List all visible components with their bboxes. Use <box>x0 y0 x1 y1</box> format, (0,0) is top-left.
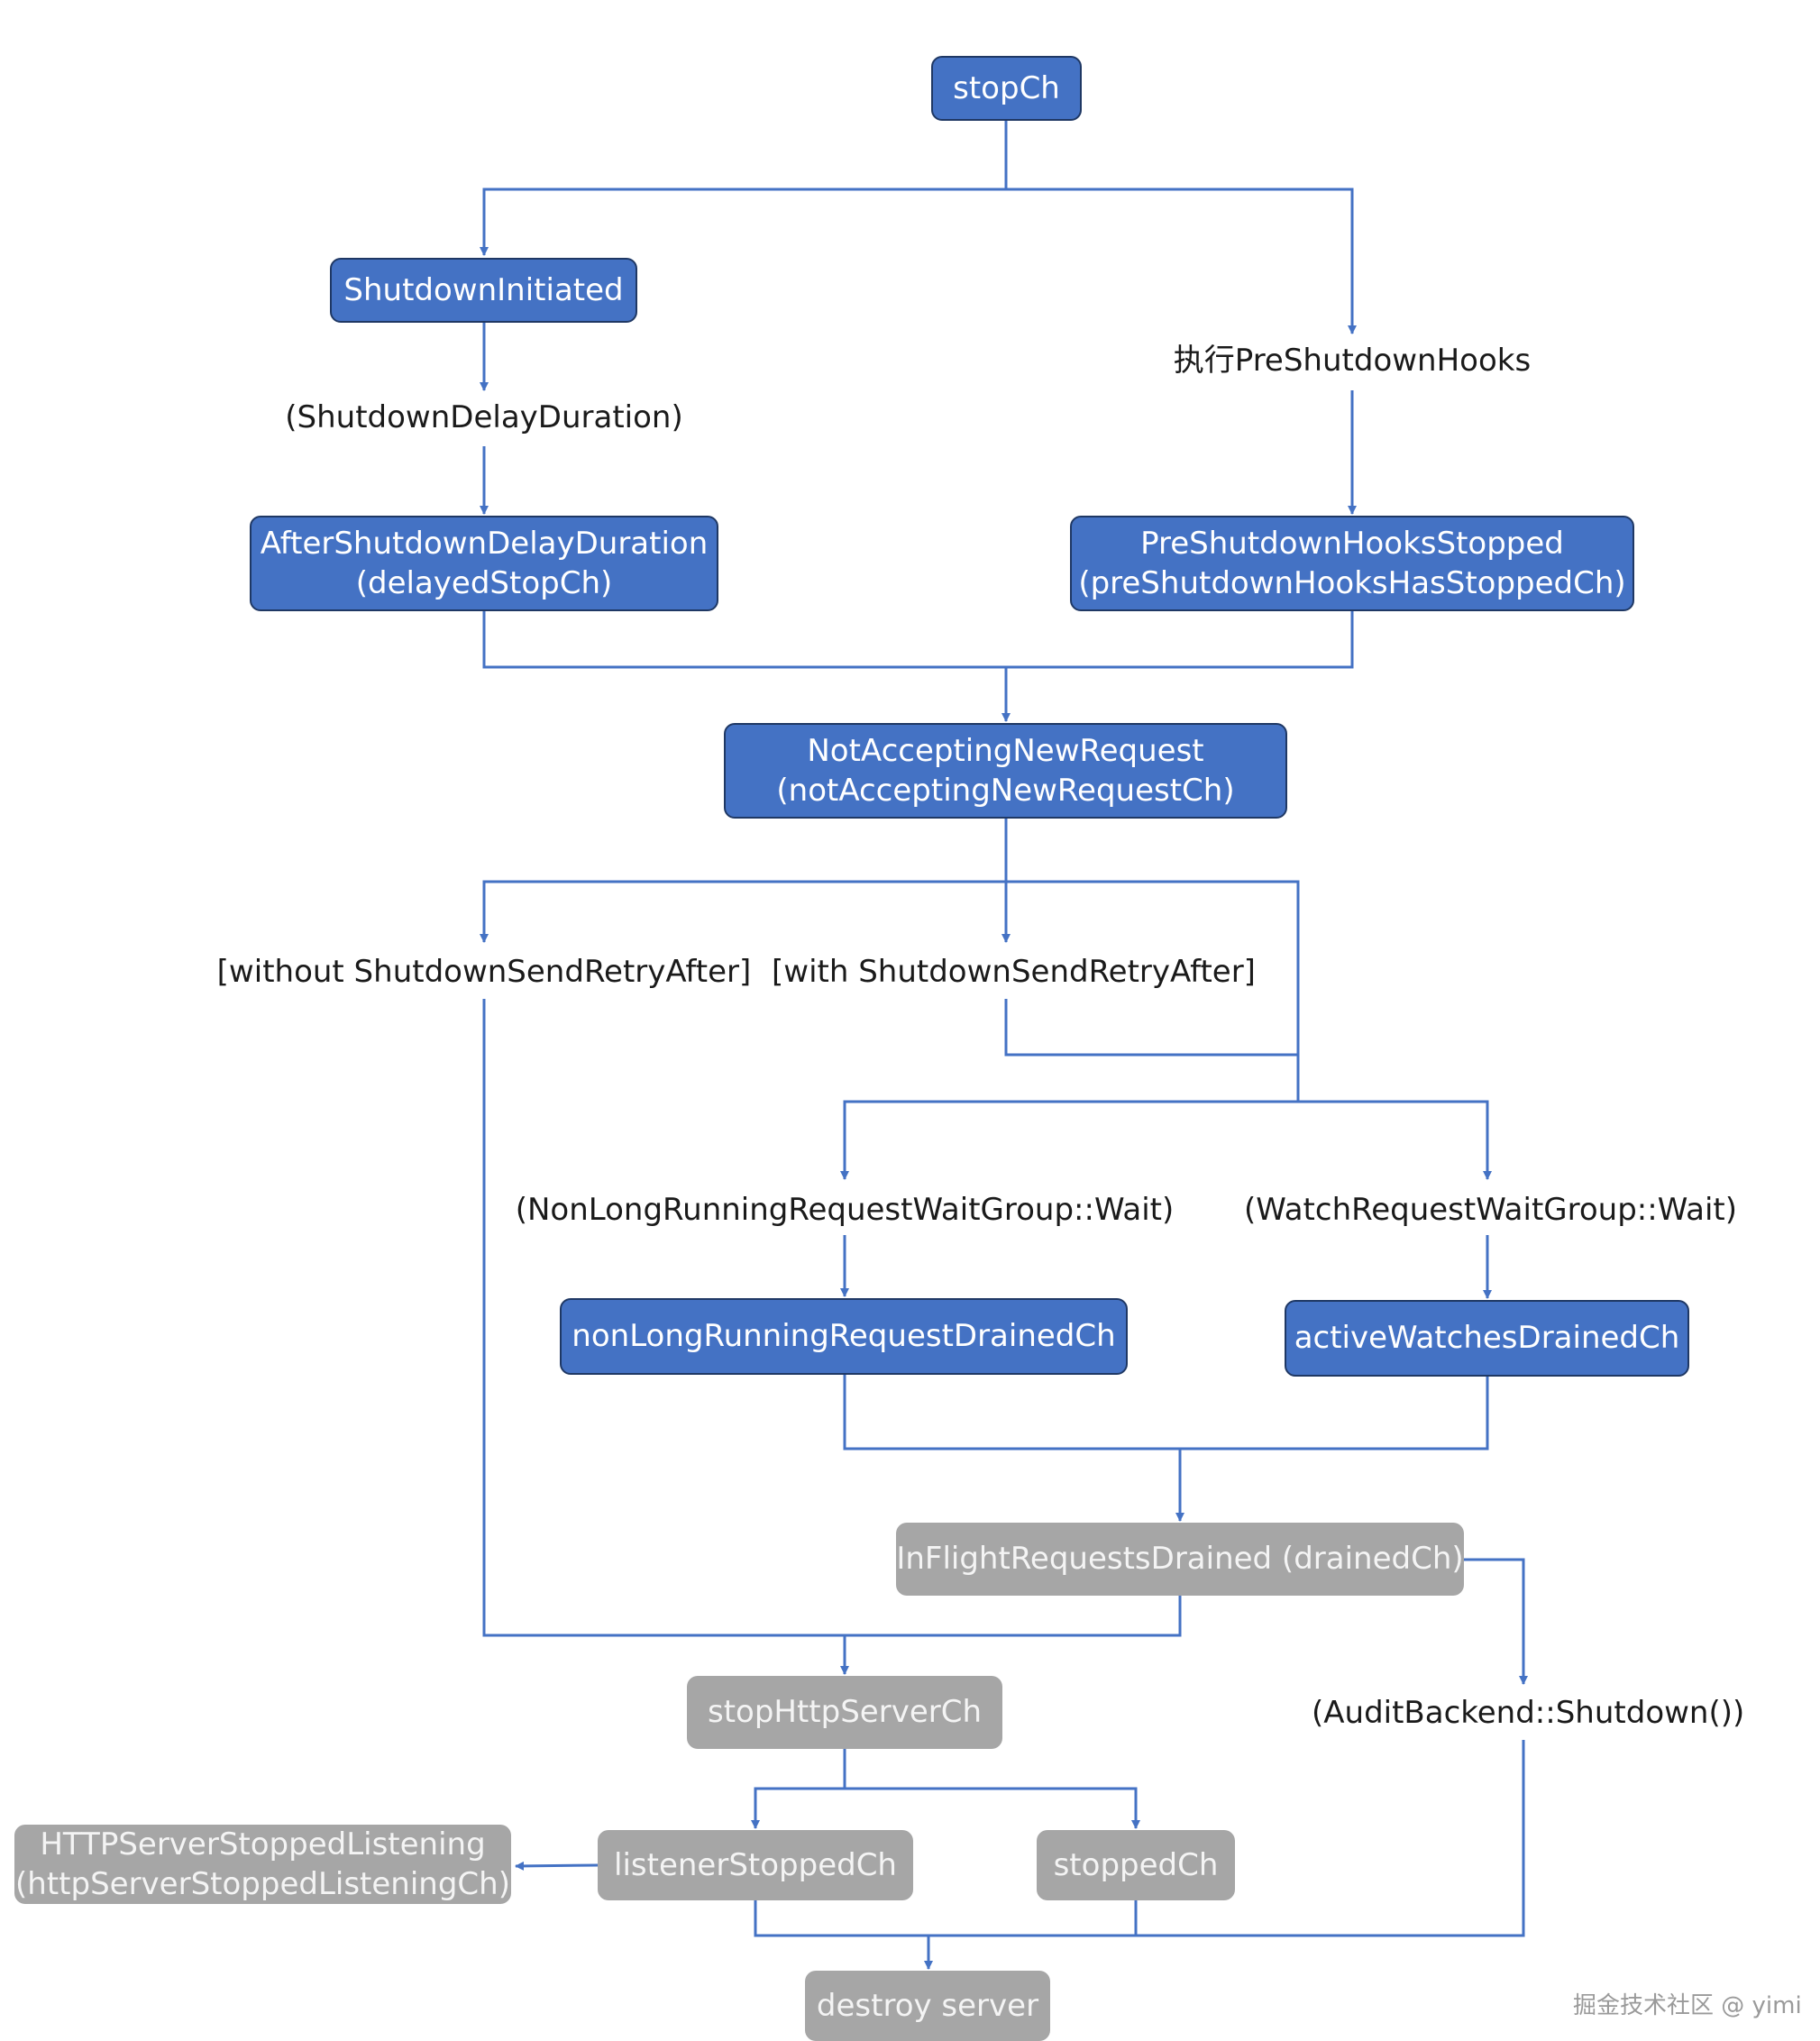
label-pre-shutdown-hooks: 执行PreShutdownHooks <box>1163 343 1541 380</box>
node-active-watches-drained-ch-label: activeWatchesDrainedCh <box>1294 1320 1680 1357</box>
label-shutdown-delay-duration: (ShutdownDelayDuration) <box>281 399 687 436</box>
node-stopped-ch: stoppedCh <box>1037 1830 1235 1900</box>
node-listener-stopped-ch-label: listenerStoppedCh <box>614 1846 897 1883</box>
node-http-server-stopped-listening-ch-label: (httpServerStoppedListeningCh) <box>15 1866 510 1902</box>
node-shutdown-initiated: ShutdownInitiated <box>330 258 637 323</box>
node-in-flight-requests-drained: InFlightRequestsDrained (drainedCh) <box>896 1523 1464 1596</box>
node-after-shutdown-delay-duration: AfterShutdownDelayDuration (delayedStopC… <box>250 516 718 611</box>
node-destroy-server: destroy server <box>805 1971 1050 2041</box>
node-stopch-label: stopCh <box>953 69 1060 106</box>
node-listener-stopped-ch: listenerStoppedCh <box>598 1830 913 1900</box>
edge-join-to-watchwait <box>1298 1100 1492 1180</box>
node-after-shutdown-delay-duration-label: AfterShutdownDelayDuration <box>260 525 709 562</box>
edge-inflight-to-stophttp <box>840 1596 1182 1675</box>
node-stop-http-server-ch: stopHttpServerCh <box>687 1676 1002 1749</box>
node-not-accepting-new-request-ch-label: (notAcceptingNewRequestCh) <box>776 773 1235 809</box>
edge-without-to-stophttp <box>482 999 845 1637</box>
node-active-watches-drained-ch: activeWatchesDrainedCh <box>1285 1300 1689 1377</box>
label-watch-request-wait: (WatchRequestWaitGroup::Wait) <box>1244 1192 1738 1229</box>
node-destroy-server-label: destroy server <box>816 1987 1039 2024</box>
edge-nonlong-to-inflight <box>843 1375 1184 1522</box>
edge-audit-to-destroy <box>1136 1740 1525 1937</box>
edge-prestopped-to-notaccepting <box>1006 611 1354 669</box>
node-not-accepting-new-request-label: NotAcceptingNewRequest <box>807 732 1204 769</box>
node-non-long-running-request-drained-ch: nonLongRunningRequestDrainedCh <box>560 1298 1128 1375</box>
node-http-server-stopped-listening-label: HTTPServerStoppedListening <box>40 1826 486 1863</box>
edge-inflight-to-audit <box>1464 1558 1528 1685</box>
label-with-shutdown-send-retry-after: [with ShutdownSendRetryAfter] <box>772 954 1256 991</box>
node-stopch: stopCh <box>931 56 1082 121</box>
label-without-shutdown-send-retry-after: [without ShutdownSendRetryAfter] <box>216 954 752 991</box>
node-not-accepting-new-request: NotAcceptingNewRequest (notAcceptingNewR… <box>724 723 1287 819</box>
edge-stophttp-to-listener <box>751 1749 846 1829</box>
edge-watches-to-inflight <box>1180 1377 1489 1451</box>
edge-listener-to-destroy <box>754 1900 933 1970</box>
node-stop-http-server-ch-label: stopHttpServerCh <box>707 1694 983 1731</box>
node-pre-shutdown-hooks-stopped-label: PreShutdownHooksStopped <box>1140 525 1564 562</box>
node-in-flight-requests-drained-label: InFlightRequestsDrained (drainedCh) <box>896 1541 1464 1578</box>
node-stopped-ch-label: stoppedCh <box>1053 1846 1219 1883</box>
edge-aftershutdown-to-notaccepting <box>482 611 1011 722</box>
edge-stopped-to-destroy <box>928 1900 1138 1937</box>
node-delayed-stop-ch-label: (delayedStopCh) <box>355 565 613 601</box>
edge-notaccepting-right-branch <box>1006 880 1300 1102</box>
edge-notaccepting-to-without <box>480 819 1008 943</box>
node-shutdown-initiated-label: ShutdownInitiated <box>343 271 624 308</box>
node-pre-shutdown-hooks-stopped: PreShutdownHooksStopped (preShutdownHook… <box>1070 516 1634 611</box>
edge-with-to-join <box>1004 999 1298 1057</box>
node-pre-shutdown-hooks-has-stopped-ch-label: (preShutdownHooksHasStoppedCh) <box>1078 565 1626 601</box>
edge-stopch-split <box>480 121 1008 256</box>
node-http-server-stopped-listening: HTTPServerStoppedListening (httpServerSt… <box>14 1825 511 1904</box>
label-non-long-running-wait: (NonLongRunningRequestWaitGroup::Wait) <box>514 1192 1175 1229</box>
label-audit-backend-shutdown: (AuditBackend::Shutdown()) <box>1312 1695 1745 1732</box>
edge-stophttp-to-stopped <box>845 1787 1140 1829</box>
edge-stopch-to-preshutdownhooks <box>1006 188 1357 334</box>
node-non-long-running-request-drained-ch-label: nonLongRunningRequestDrainedCh <box>572 1318 1116 1355</box>
edge-join-to-nonlongwait <box>840 1100 1298 1180</box>
watermark: 掘金技术社区 @ yimi <box>1573 1992 1802 2019</box>
edge-listener-to-httpstopped <box>515 1861 599 1871</box>
